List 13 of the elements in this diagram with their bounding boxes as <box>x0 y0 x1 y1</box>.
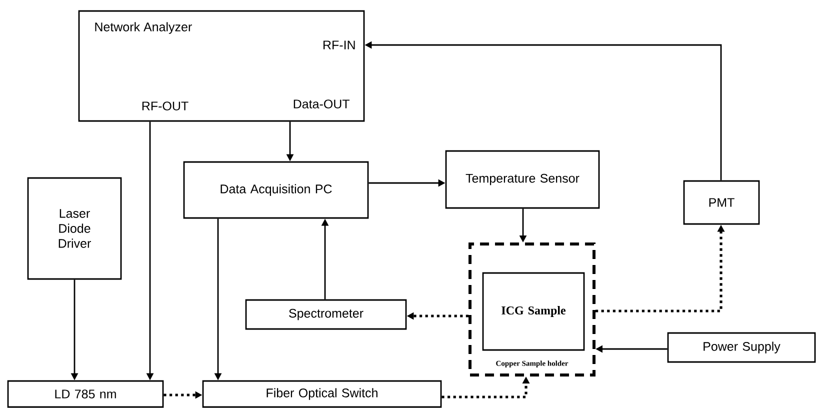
process-box: PMT <box>683 180 760 225</box>
process-box: LD 785 nm <box>7 380 164 408</box>
process-box: Laser Diode Driver <box>27 177 122 280</box>
port-label: Data-OUT <box>294 100 350 108</box>
process-box: Spectrometer <box>245 299 407 330</box>
process-box: Power Supply <box>667 332 816 363</box>
box-title: Network Analyzer <box>95 22 192 34</box>
port-label: RF-IN <box>324 40 355 50</box>
process-box: Data Acquisition PC <box>183 161 369 219</box>
process-box: Fiber Optical Switch <box>202 380 442 408</box>
port-label: RF-OUT <box>142 102 188 110</box>
sample-box: ICG Sample <box>482 272 585 351</box>
process-box: Temperature Sensor <box>445 150 600 209</box>
